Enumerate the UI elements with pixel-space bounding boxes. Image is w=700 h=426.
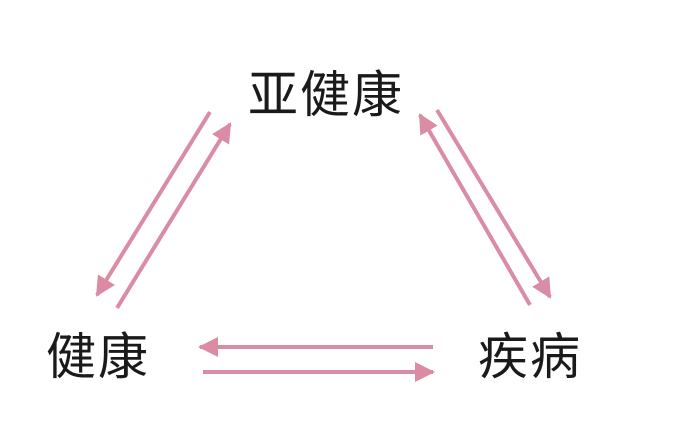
node-subhealth: 亚健康: [248, 66, 404, 124]
node-health: 健康: [46, 328, 150, 386]
arrow-disease-to-subhealth: [418, 113, 532, 307]
arrow-subhealth-to-health: [95, 110, 212, 297]
arrow-health-to-subhealth: [115, 122, 232, 310]
arrow-subhealth-to-disease: [435, 108, 552, 299]
node-disease: 疾病: [478, 328, 582, 386]
